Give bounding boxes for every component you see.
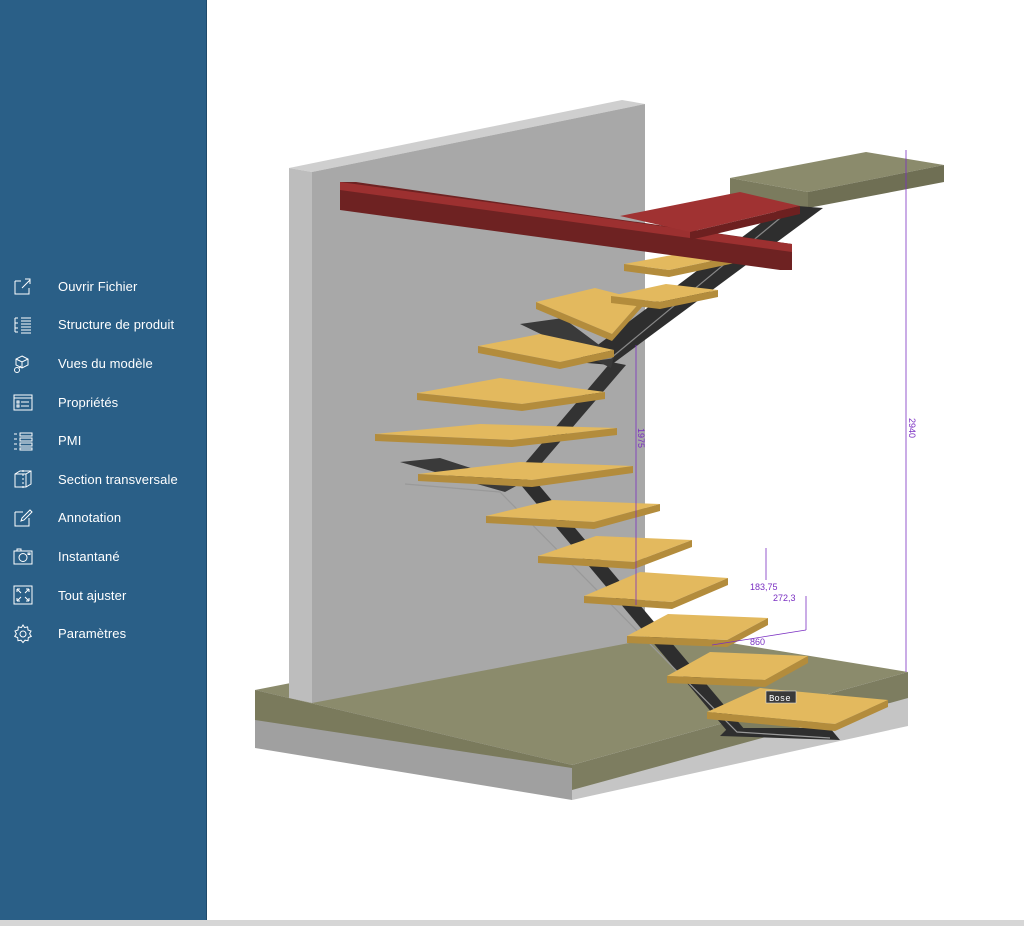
- sidebar-item-settings[interactable]: Paramètres: [0, 614, 206, 653]
- steel-beam[interactable]: [340, 182, 800, 270]
- stair-tread-edge: [627, 618, 768, 647]
- stair-tread-edge: [624, 256, 735, 277]
- stair-tread-edge: [375, 428, 617, 447]
- annotation-label-box[interactable]: [765, 690, 797, 704]
- dimension-going: 272,3: [773, 593, 796, 603]
- stair-tread[interactable]: [417, 378, 605, 404]
- upper-landing-slab[interactable]: [730, 152, 944, 208]
- sidebar-item-label: Annotation: [58, 510, 122, 526]
- stair-tread[interactable]: [584, 572, 728, 602]
- sidebar-item-label: Structure de produit: [58, 317, 175, 333]
- sidebar-item-label: Tout ajuster: [58, 587, 127, 603]
- sidebar-item-pmi[interactable]: PMI: [0, 421, 206, 460]
- stair-tread[interactable]: [538, 536, 692, 562]
- stair-tread[interactable]: [486, 500, 660, 522]
- sidebar-divider: [206, 0, 207, 920]
- sidebar-item-label: Ouvrir Fichier: [58, 278, 138, 294]
- sidebar-item-product-structure[interactable]: Structure de produit: [0, 306, 206, 345]
- properties-icon: [12, 391, 34, 413]
- 3d-viewport[interactable]: 2940 1975 183,75 272,3 860 Bose: [207, 0, 1024, 920]
- bottom-scrollbar[interactable]: [0, 920, 1024, 926]
- settings-icon: [12, 623, 34, 645]
- stair-tread[interactable]: [667, 652, 808, 680]
- open-file-icon: [12, 275, 34, 297]
- stair-tread[interactable]: [627, 614, 768, 640]
- stair-tread[interactable]: [478, 334, 614, 362]
- stair-tread-edge: [417, 392, 605, 411]
- fit-all-icon: [12, 584, 34, 606]
- sidebar-item-open-file[interactable]: Ouvrir Fichier: [0, 267, 206, 306]
- stair-tread-edge: [538, 540, 692, 569]
- stair-treads[interactable]: [375, 252, 888, 731]
- dimension-flight-height: 1975: [636, 428, 646, 448]
- sidebar-menu: Ouvrir Fichier Structure de produit Vues…: [0, 267, 206, 653]
- sidebar: Ouvrir Fichier Structure de produit Vues…: [0, 0, 206, 920]
- sidebar-item-model-views[interactable]: Vues du modèle: [0, 344, 206, 383]
- annotation-label[interactable]: Bose: [769, 694, 791, 704]
- dimension-total-height: 2940: [907, 418, 917, 438]
- sidebar-item-snapshot[interactable]: Instantané: [0, 537, 206, 576]
- stair-tread-edge: [418, 466, 633, 487]
- stair-tread-edge: [486, 504, 660, 529]
- dimension-width: 860: [750, 637, 765, 647]
- sidebar-item-label: PMI: [58, 433, 82, 449]
- model-views-icon: [12, 352, 34, 374]
- dimension-line-width: [711, 629, 807, 646]
- stair-tread[interactable]: [611, 284, 718, 302]
- sidebar-item-label: Instantané: [58, 548, 120, 564]
- stair-tread-edge: [667, 656, 808, 687]
- stair-tread[interactable]: [418, 462, 633, 480]
- stair-tread[interactable]: [375, 424, 617, 440]
- sidebar-item-label: Section transversale: [58, 471, 178, 487]
- sidebar-item-fit-all[interactable]: Tout ajuster: [0, 576, 206, 615]
- stair-model-canvas[interactable]: 2940 1975 183,75 272,3 860 Bose: [207, 0, 1024, 920]
- sidebar-item-label: Vues du modèle: [58, 355, 153, 371]
- cross-section-icon: [12, 468, 34, 490]
- stair-tread-edge: [611, 290, 718, 309]
- sidebar-item-cross-section[interactable]: Section transversale: [0, 460, 206, 499]
- annotation-icon: [12, 507, 34, 529]
- stair-tread-edge: [707, 700, 888, 731]
- stair-tread[interactable]: [707, 688, 888, 724]
- stair-tread-edge: [536, 300, 642, 341]
- stair-tread-edge: [478, 346, 614, 369]
- pmi-icon: [12, 430, 34, 452]
- sidebar-item-properties[interactable]: Propriétés: [0, 383, 206, 422]
- dimension-annotations: [635, 150, 907, 672]
- snapshot-icon: [12, 545, 34, 567]
- sidebar-item-label: Paramètres: [58, 626, 127, 642]
- stair-tread-edge: [584, 578, 728, 609]
- sidebar-item-annotation[interactable]: Annotation: [0, 499, 206, 538]
- product-structure-icon: [12, 314, 34, 336]
- sidebar-item-label: Propriétés: [58, 394, 119, 410]
- dimension-riser: 183,75: [750, 582, 778, 592]
